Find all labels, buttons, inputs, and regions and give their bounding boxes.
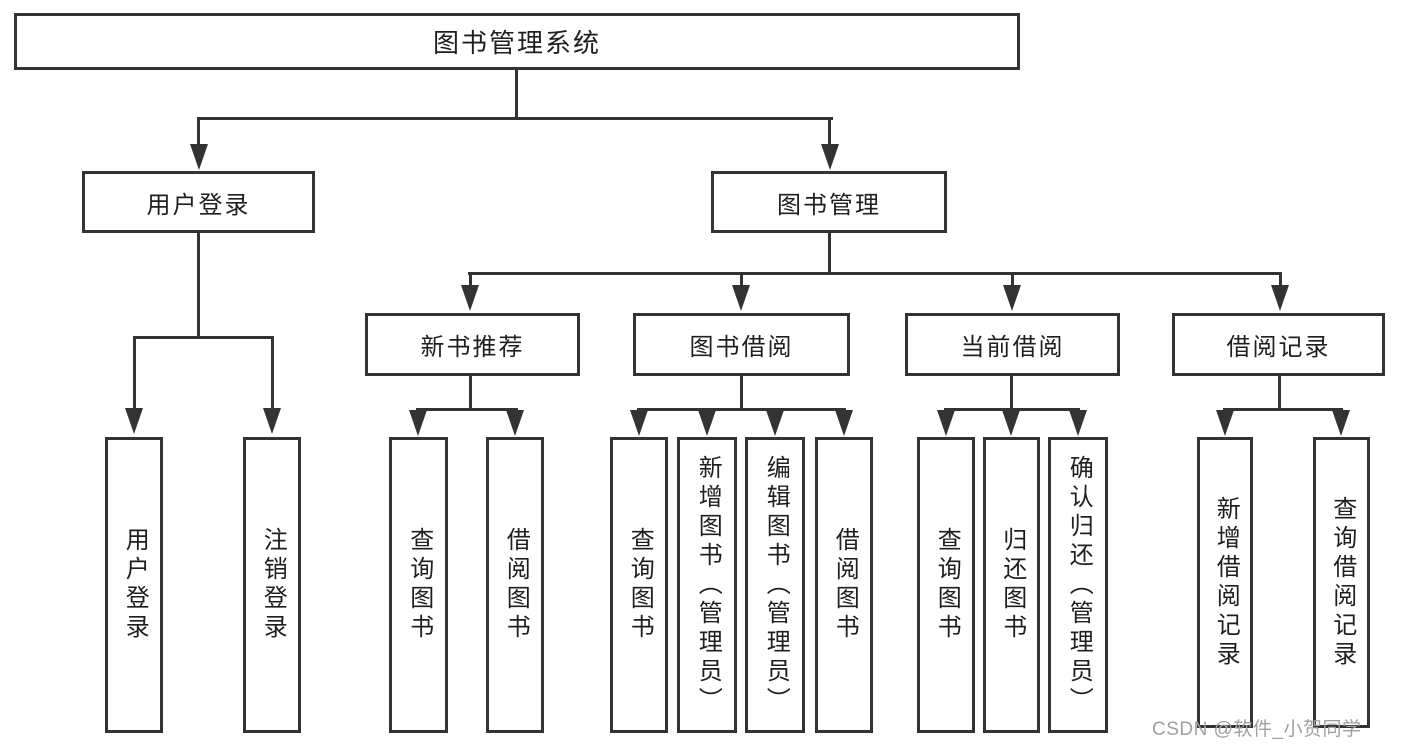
leaf-user-login: 用户登录 (105, 437, 163, 733)
node-new-book-recommend: 新书推荐 (365, 313, 580, 376)
leaf-label: 借阅图书 (831, 527, 859, 643)
arrow-down-icon (835, 410, 853, 436)
arrow-down-icon (409, 410, 427, 436)
connector-line-v (828, 117, 831, 147)
connector-line-h (944, 408, 1080, 411)
leaf-query-books-newbook: 查询图书 (389, 437, 448, 733)
arrow-down-icon (821, 144, 839, 170)
csdn-watermark: CSDN @软件_小贺同学 (1152, 719, 1362, 740)
leaf-label: 归还图书 (998, 527, 1026, 643)
arrow-down-icon (125, 408, 143, 434)
node-book-borrowing: 图书借阅 (633, 313, 850, 376)
connector-line-v (469, 376, 472, 411)
leaf-label: 确认归还（管理员） (1065, 454, 1093, 716)
arrow-down-icon (506, 410, 524, 436)
connector-line-v (828, 233, 831, 275)
node-book-management: 图书管理 (711, 171, 947, 233)
connector-line-h (637, 408, 846, 411)
leaf-borrow-books-newbook: 借阅图书 (486, 437, 544, 733)
leaf-query-books-borrow: 查询图书 (610, 437, 668, 733)
connector-line-v (469, 272, 472, 287)
connector-line-h (133, 336, 274, 339)
leaf-label: 查询图书 (933, 527, 961, 643)
leaf-label: 新增图书（管理员） (694, 454, 722, 716)
connector-line-h (197, 117, 833, 120)
leaf-label: 查询图书 (405, 527, 433, 643)
connector-line-v (197, 117, 200, 147)
connector-line-v (1011, 272, 1014, 287)
leaf-confirm-return-admin: 确认归还（管理员） (1048, 437, 1108, 733)
node-current-borrowing: 当前借阅 (905, 313, 1120, 376)
leaf-return-books: 归还图书 (983, 437, 1040, 733)
leaf-label: 查询借阅记录 (1328, 495, 1356, 670)
node-borrow-records: 借阅记录 (1172, 313, 1385, 376)
arrow-down-icon (263, 408, 281, 434)
arrow-down-icon (732, 285, 750, 311)
leaf-label: 用户登录 (121, 527, 149, 643)
connector-line-v (1278, 376, 1281, 411)
connector-line-v (271, 336, 274, 410)
connector-line-h (1223, 408, 1343, 411)
node-root-system: 图书管理系统 (14, 13, 1020, 70)
arrow-down-icon (1003, 285, 1021, 311)
arrow-down-icon (1216, 410, 1234, 436)
arrow-down-icon (461, 285, 479, 311)
leaf-add-books-admin: 新增图书（管理员） (677, 437, 737, 733)
leaf-label: 新增借阅记录 (1212, 495, 1240, 670)
leaf-query-borrow-record: 查询借阅记录 (1313, 437, 1370, 728)
leaf-label: 查询图书 (626, 527, 654, 643)
arrow-down-icon (1002, 410, 1020, 436)
arrow-down-icon (190, 144, 208, 170)
connector-line-h (416, 408, 518, 411)
arrow-down-icon (1332, 410, 1350, 436)
connector-line-v (1279, 272, 1282, 287)
leaf-edit-books-admin: 编辑图书（管理员） (745, 437, 805, 733)
leaf-add-borrow-record: 新增借阅记录 (1197, 437, 1253, 728)
arrow-down-icon (937, 410, 955, 436)
leaf-query-books-current: 查询图书 (917, 437, 975, 733)
connector-line-h (468, 272, 1282, 275)
connector-line-v (1010, 376, 1013, 411)
leaf-borrow-books: 借阅图书 (815, 437, 873, 733)
leaf-label: 借阅图书 (502, 527, 530, 643)
arrow-down-icon (698, 410, 716, 436)
leaf-logout: 注销登录 (243, 437, 301, 733)
connector-line-v (197, 233, 200, 339)
arrow-down-icon (630, 410, 648, 436)
connector-line-v (740, 272, 743, 287)
arrow-down-icon (766, 410, 784, 436)
leaf-label: 编辑图书（管理员） (762, 454, 790, 716)
arrow-down-icon (1271, 285, 1289, 311)
connector-line-v (740, 376, 743, 411)
arrow-down-icon (1069, 410, 1087, 436)
connector-line-v (515, 70, 518, 120)
node-user-login: 用户登录 (82, 171, 315, 233)
connector-line-v (133, 336, 136, 410)
leaf-label: 注销登录 (259, 527, 287, 643)
